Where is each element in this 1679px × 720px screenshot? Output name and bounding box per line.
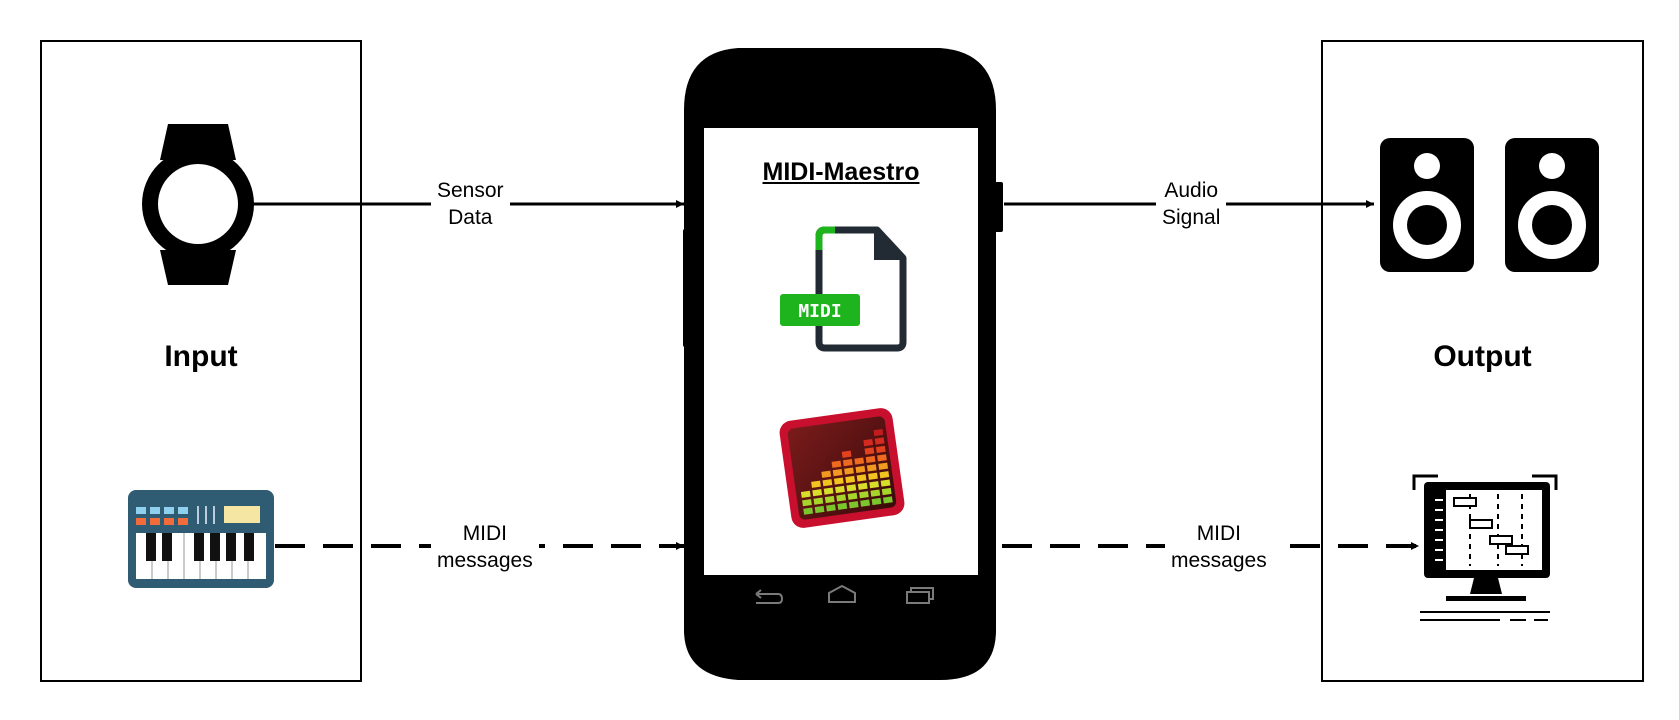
eq-bar-segment [863, 439, 874, 447]
eq-bar-segment [812, 489, 823, 497]
eq-bar-segment [871, 497, 882, 506]
midi-file-icon: MIDI [780, 226, 907, 352]
eq-bar-segment [860, 499, 870, 507]
eq-bar-segment [841, 450, 852, 458]
app-title: MIDI-Maestro [762, 158, 920, 186]
eq-bar-segment [813, 497, 824, 505]
eq-bar-segment [879, 471, 890, 479]
eq-bar-segment [826, 504, 836, 512]
speakers-icon [1380, 138, 1599, 272]
eq-bar-segment [875, 445, 886, 454]
eq-bar-segment [873, 428, 884, 437]
eq-bar-segment [831, 460, 842, 468]
eq-bar-segment [856, 474, 867, 482]
eq-bar-segment [857, 482, 868, 490]
eq-bar-segment [864, 447, 875, 455]
midi-badge-text: MIDI [798, 301, 841, 322]
eq-bar-segment [833, 477, 844, 485]
eq-bar-segment [869, 481, 880, 489]
eq-bar-segment [844, 467, 854, 475]
eq-bar-segment [845, 475, 856, 484]
eq-bar-segment [848, 501, 859, 509]
smartwatch-icon [142, 124, 254, 285]
input-title: Input [164, 340, 238, 373]
sequencer-monitor-icon [1412, 474, 1558, 621]
eq-bar-segment [847, 492, 858, 500]
phone-nav-buttons [755, 584, 934, 604]
eq-bar-segment [802, 499, 812, 507]
eq-bar-segment [859, 491, 869, 499]
eq-bar-segment [814, 505, 825, 514]
eq-bar-segment [854, 457, 865, 465]
eq-bar-segment [883, 496, 893, 504]
eq-bar-segment [874, 437, 885, 445]
eq-bar-segment [870, 489, 881, 497]
eq-bar-segment [877, 454, 887, 462]
eq-bar-segment [821, 470, 832, 478]
eq-bar-segment [881, 487, 892, 496]
eq-bar-segment [868, 472, 878, 480]
eq-bar-segment [811, 480, 821, 488]
eq-bar-segment [880, 479, 891, 487]
eq-bar-segment [800, 490, 811, 498]
eq-bar-segment [824, 495, 835, 504]
eq-bar-segment [837, 502, 848, 510]
eq-bar-segment [866, 464, 877, 472]
eq-bar-segment [832, 469, 843, 477]
equalizer-app-icon [779, 408, 905, 528]
eq-bar-segment [836, 494, 847, 502]
eq-bar-segment [842, 459, 853, 467]
eq-bar-segment [846, 484, 857, 492]
eq-bar-segment [865, 455, 876, 464]
smartphone [683, 48, 1003, 680]
midi-keyboard-icon [128, 490, 274, 588]
eq-bar-segment [878, 462, 889, 470]
eq-bar-segment [803, 507, 814, 515]
eq-bar-segment [823, 487, 834, 495]
output-title: Output [1433, 340, 1532, 373]
eq-bar-segment [835, 485, 845, 494]
eq-bar-segment [855, 465, 866, 474]
eq-bar-segment [822, 479, 833, 487]
